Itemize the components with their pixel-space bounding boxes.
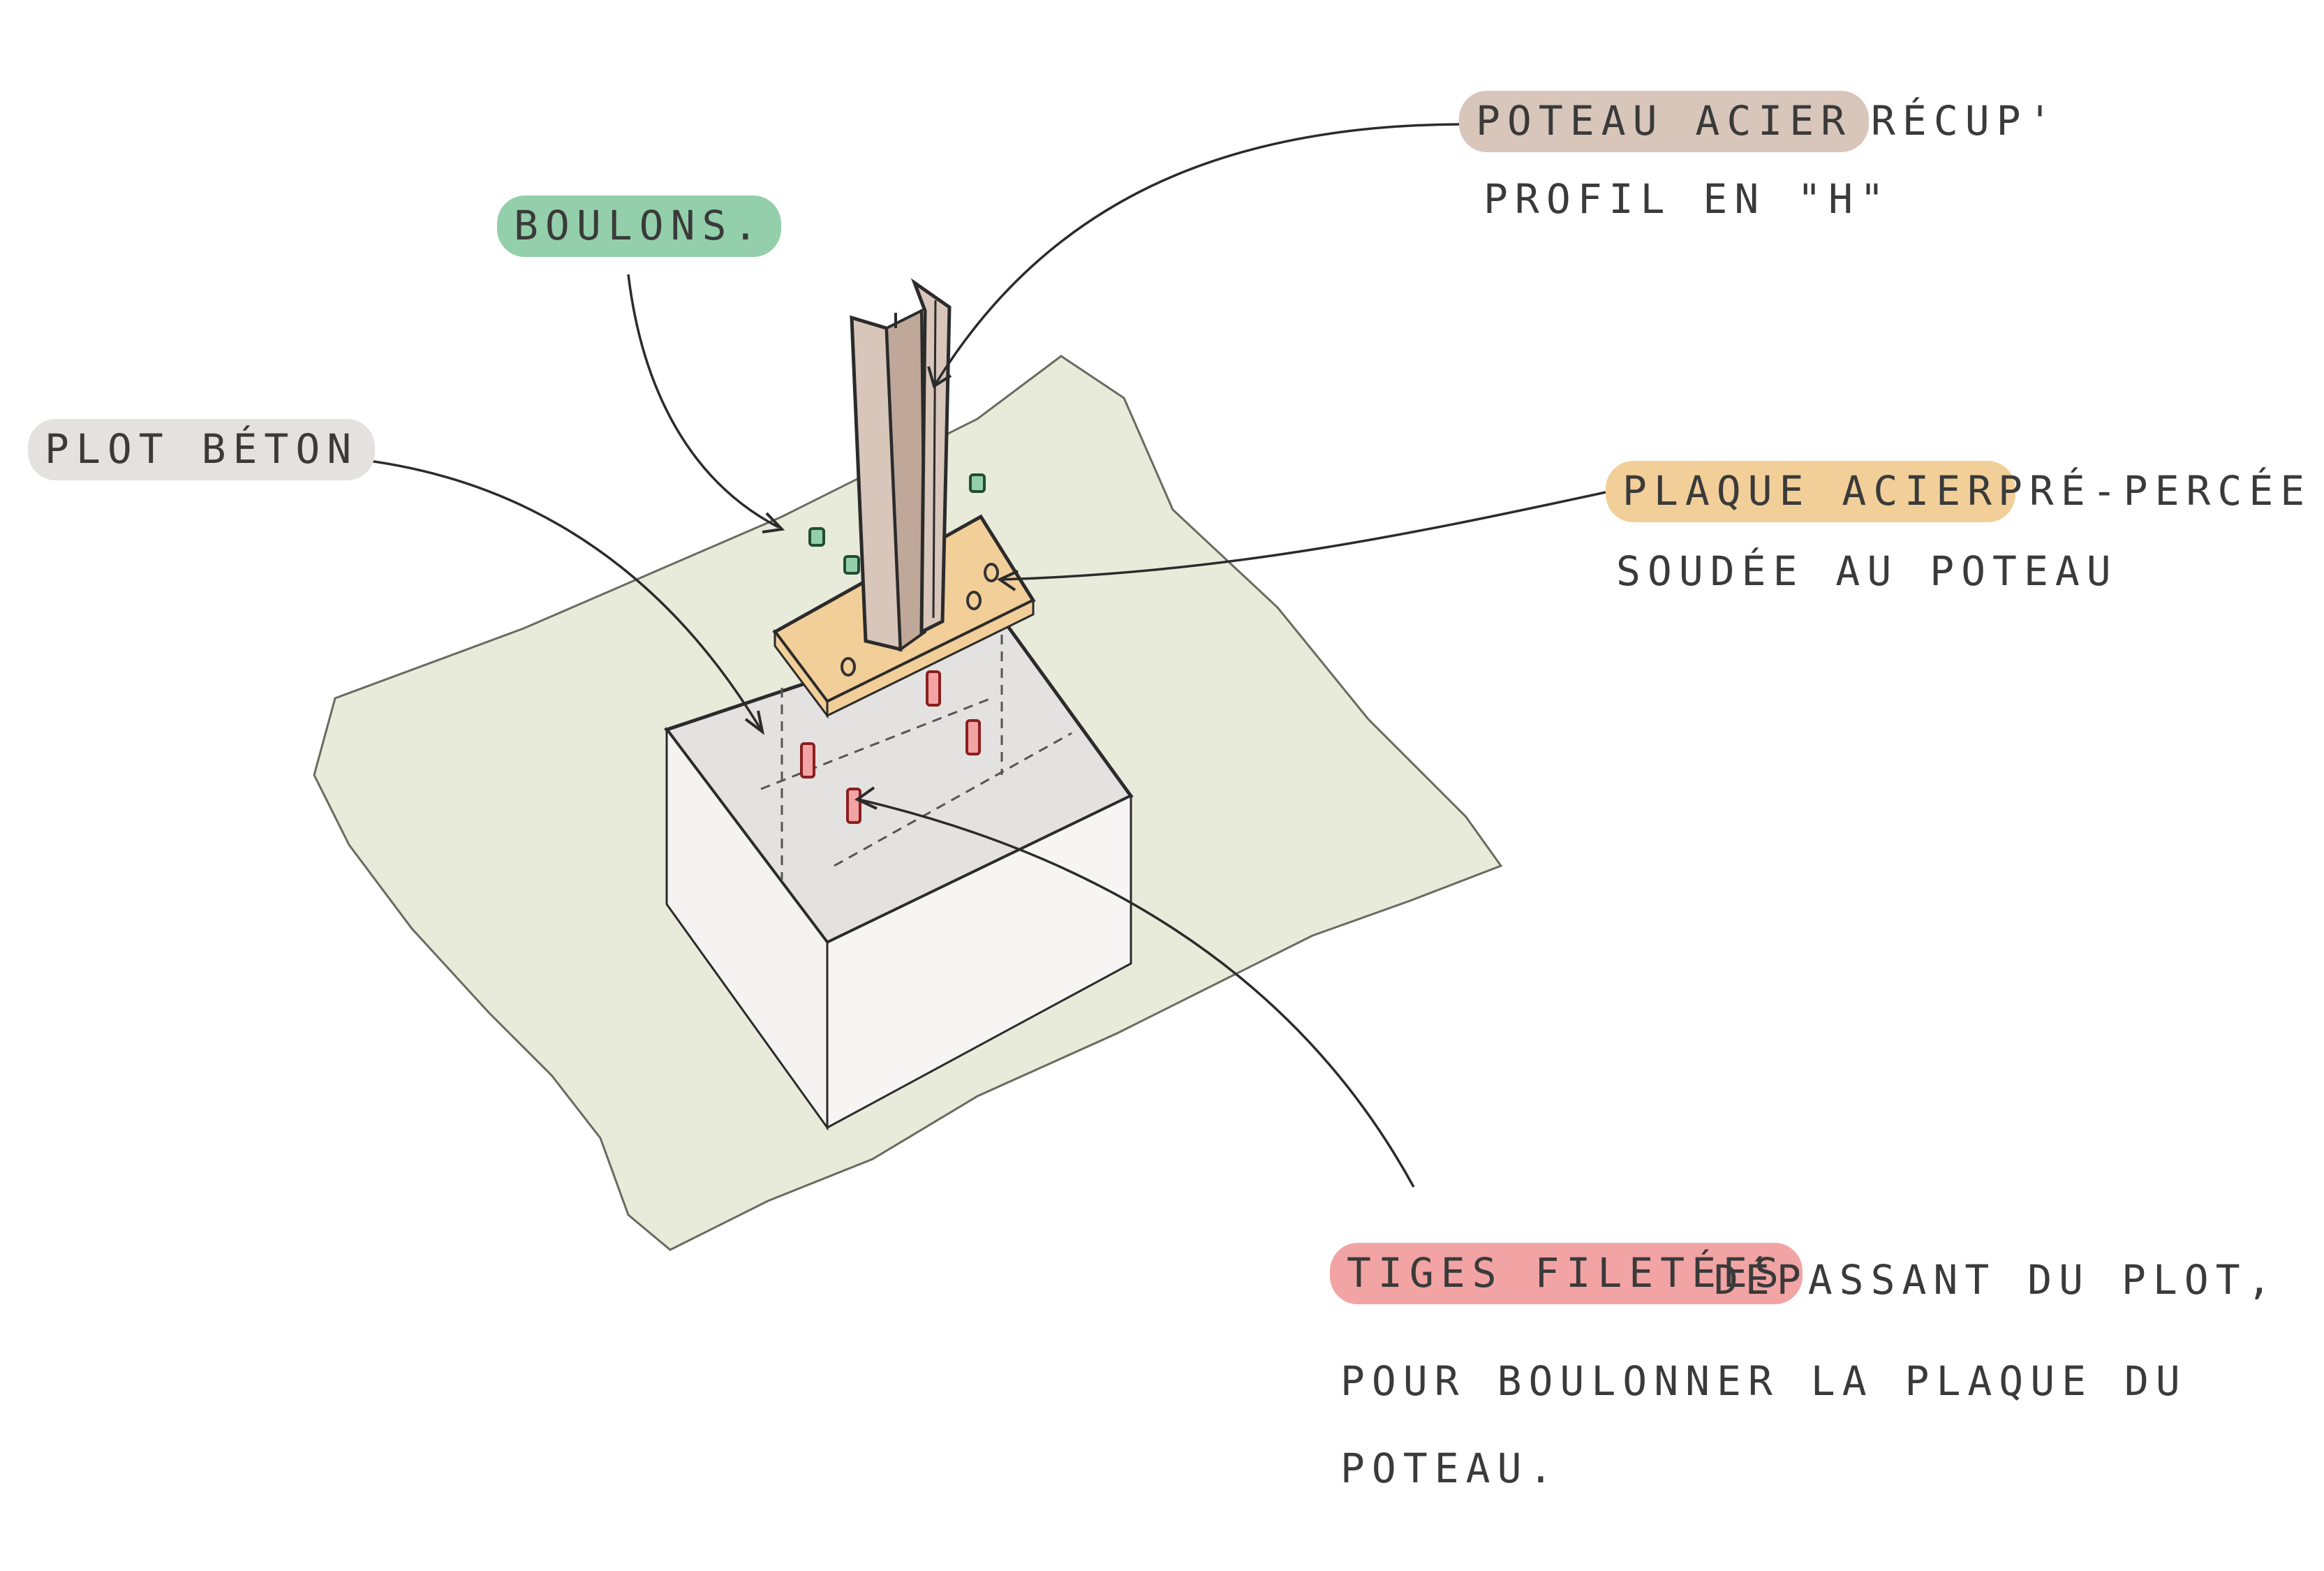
concrete-block-side: [826, 794, 1132, 1130]
steel-post: [850, 278, 952, 652]
concrete-block-hidden-edge: [760, 697, 992, 790]
label-plot-beton: PLOT BÉTON: [28, 419, 376, 480]
arrowhead: [854, 786, 878, 810]
label-plaque-rest: PRÉ-PERCÉE: [1998, 467, 2312, 515]
arrowhead: [762, 512, 785, 533]
leader-line-boulons: [627, 274, 779, 529]
label-poteau-highlight: POTEAU ACIER: [1459, 91, 1870, 152]
label-tiges-highlight: TIGES FILETÉES: [1330, 1243, 1803, 1304]
concrete-block-hidden-edge: [834, 732, 1072, 867]
leader-lines: [301, 123, 1606, 1188]
arrowhead: [744, 710, 764, 735]
label-tiges-line2: POUR BOULONNER LA PLAQUE DU: [1340, 1357, 2187, 1405]
label-tiges-rest: DÉPASSANT DU PLOT,: [1714, 1256, 2279, 1304]
threaded-rod: [846, 788, 861, 824]
threaded-rods: [800, 670, 981, 824]
leader-line-poteau: [934, 123, 1460, 385]
bolt: [969, 473, 986, 493]
threaded-rod: [965, 719, 981, 755]
leader-line-plaque: [1001, 491, 1606, 581]
plate-hole: [841, 657, 856, 677]
label-tiges-line3: POTEAU.: [1340, 1445, 1560, 1492]
leader-line-tiges: [858, 798, 1415, 1188]
label-poteau-rest: RÉCUP': [1871, 97, 2059, 145]
steel-post-edge: [932, 300, 937, 619]
steel-plate-edge: [826, 598, 1035, 718]
leader-arrowheads: [744, 366, 1019, 810]
label-plaque-highlight: PLAQUE ACIER: [1606, 461, 2016, 522]
bolt: [808, 527, 825, 547]
threaded-rod: [800, 742, 815, 779]
label-plaque-line2: SOUDÉE AU POTEAU: [1616, 547, 2118, 595]
bolt: [843, 555, 860, 575]
threaded-rod: [926, 670, 941, 707]
plate-hole: [966, 591, 982, 610]
label-boulons: BOULONS.: [497, 196, 782, 257]
concrete-block: [663, 616, 1134, 1131]
leader-line-plot: [301, 454, 762, 730]
steel-post-flange: [910, 278, 952, 635]
bolts: [808, 473, 986, 575]
arrowhead: [996, 570, 1019, 591]
label-poteau-line2: PROFIL EN "H": [1483, 175, 1891, 223]
plate-hole: [984, 563, 999, 582]
arrowhead: [927, 366, 952, 389]
